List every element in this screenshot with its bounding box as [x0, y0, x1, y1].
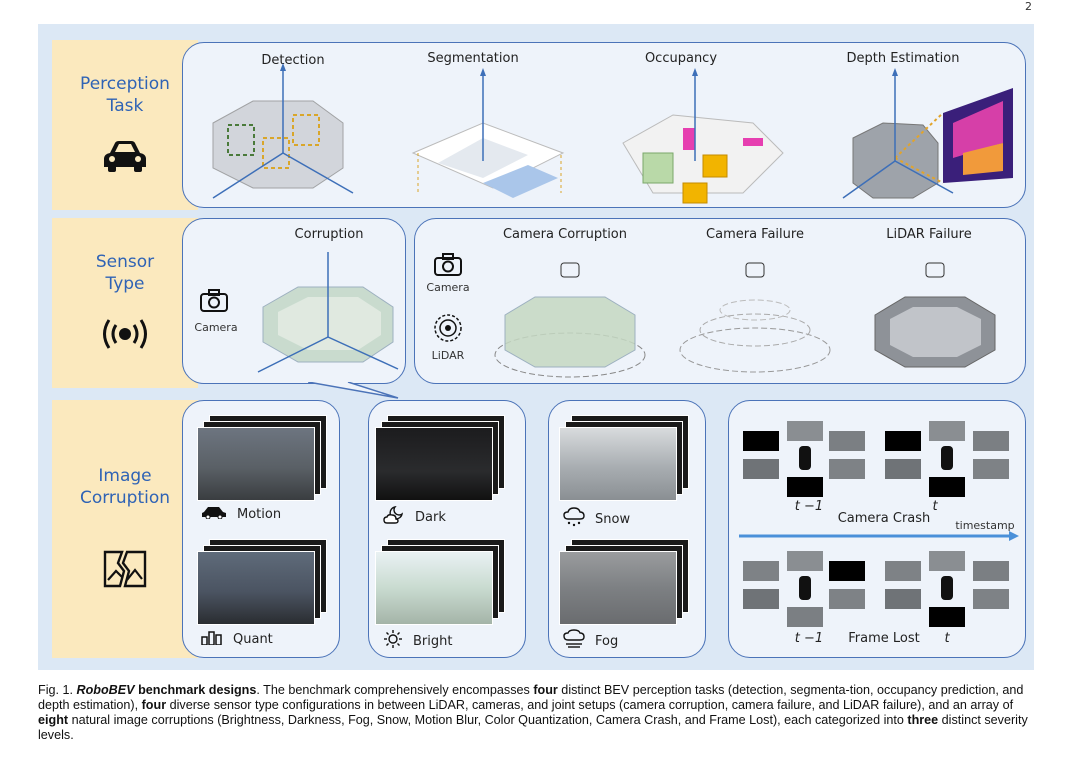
camera-crash-frame-lost-diagram [739, 421, 1019, 627]
motion-label: Motion [237, 506, 282, 522]
camera-icon [433, 253, 463, 281]
task-segmentation-label: Segmentation [427, 51, 519, 66]
figure-1: Perception Task Sensor Type Ima [38, 24, 1034, 670]
frame-lost-label: Frame Lost [848, 631, 920, 646]
dark-bright-panel: Dark Bright [368, 400, 526, 658]
multi-sensor-panel: Camera LiDAR Camera Corruption Camera Fa… [414, 218, 1026, 384]
caption-bold: eight [38, 713, 69, 727]
crash-t-minus-views [743, 421, 865, 497]
row-label-sensor: Sensor Type [52, 218, 198, 388]
crash-t-minus-label: t −1 [794, 499, 824, 514]
caption-text: distinct severity levels. [38, 713, 1028, 742]
caption-text: . The benchmark comprehensively encompas… [256, 683, 534, 697]
crash-t-label: t [932, 499, 938, 514]
caption-text: distinct BEV perception tasks (detection… [38, 683, 1024, 712]
caption-bold: four [533, 683, 558, 697]
snow-cloud-icon [563, 507, 585, 531]
motion-quant-panel: Motion Quant [182, 400, 340, 658]
caption-prefix: Fig. 1. [38, 683, 77, 697]
multi-lidar-label: LiDAR [431, 349, 465, 362]
snow-label-row: Snow [563, 507, 630, 531]
camera-failure-label: Camera Failure [706, 227, 804, 242]
row-label-text: Perception Task [80, 74, 170, 116]
snow-fog-panel: Snow Fog [548, 400, 706, 658]
lidar-failure-illustration [874, 262, 996, 368]
lost-t-label: t [944, 631, 950, 646]
bar-chart-icon [201, 629, 223, 649]
figure-caption: Fig. 1. RoboBEV benchmark designs. The b… [38, 683, 1038, 743]
row-label-text: Sensor Type [95, 252, 155, 294]
multi-sensor-illustrations [494, 262, 996, 378]
timestamp-label: timestamp [955, 519, 1015, 532]
lost-t-views [885, 551, 1009, 627]
caption-title-rest: benchmark designs [134, 683, 257, 697]
single-camera-corruption-illustration [257, 252, 399, 373]
signal-icon [100, 317, 150, 355]
perception-task-illustrations [212, 63, 1013, 204]
perception-task-panel: Detection Segmentation Occupancy Depth E… [182, 42, 1026, 208]
bright-label: Bright [413, 633, 453, 649]
dark-label-row: Dark [383, 505, 446, 529]
camera-crash-label: Camera Crash [837, 511, 931, 526]
row-label-text: Image Corruption [79, 466, 171, 508]
snow-label: Snow [595, 511, 631, 527]
row-label-perception: Perception Task [52, 40, 198, 210]
depth-illustration [842, 68, 1013, 199]
camera-icon [199, 289, 229, 317]
car-icon [201, 505, 227, 523]
bright-label-row: Bright [383, 629, 452, 653]
camera-corruption-illustration [494, 262, 646, 378]
sun-icon [383, 629, 403, 653]
caption-title-italic: RoboBEV [76, 683, 135, 697]
lidar-icon [433, 313, 463, 347]
fog-label: Fog [595, 633, 619, 649]
crash-t-views [885, 421, 1009, 497]
camera-failure-illustration [679, 262, 831, 373]
lost-t-minus-label: t −1 [794, 631, 824, 646]
fog-cloud-icon [563, 629, 585, 653]
single-camera-label: Camera [194, 321, 238, 334]
broken-image-icon [102, 549, 148, 593]
occupancy-illustration [622, 68, 784, 204]
motion-label-row: Motion [201, 505, 281, 523]
task-depth-label: Depth Estimation [846, 51, 960, 66]
caption-bold: three [907, 713, 939, 727]
corruption-title: Corruption [294, 227, 364, 242]
quant-label-row: Quant [201, 629, 273, 649]
speech-tail [308, 382, 399, 399]
moon-cloud-icon [383, 505, 405, 529]
fog-label-row: Fog [563, 629, 618, 653]
quant-label: Quant [233, 631, 273, 647]
multi-camera-label: Camera [426, 281, 470, 294]
task-occupancy-label: Occupancy [644, 51, 718, 66]
caption-text: natural image corruptions (Brightness, D… [68, 713, 908, 727]
caption-bold: four [141, 698, 167, 712]
caption-text: diverse sensor type configurations in be… [166, 698, 1014, 712]
single-sensor-panel: Corruption Camera [182, 218, 406, 384]
lost-t-minus-views [743, 551, 865, 627]
dark-label: Dark [415, 509, 446, 525]
car-icon [102, 139, 148, 177]
row-label-corruption: Image Corruption [52, 400, 198, 658]
detection-illustration [212, 63, 354, 199]
crash-lost-panel: t −1 t Camera Crash timestamp t −1 Frame… [728, 400, 1026, 658]
segmentation-illustration [411, 68, 565, 198]
task-detection-label: Detection [261, 53, 325, 68]
page-number: 2 [1025, 0, 1032, 13]
lidar-failure-label: LiDAR Failure [886, 227, 972, 242]
camera-corruption-label: Camera Corruption [502, 227, 628, 242]
